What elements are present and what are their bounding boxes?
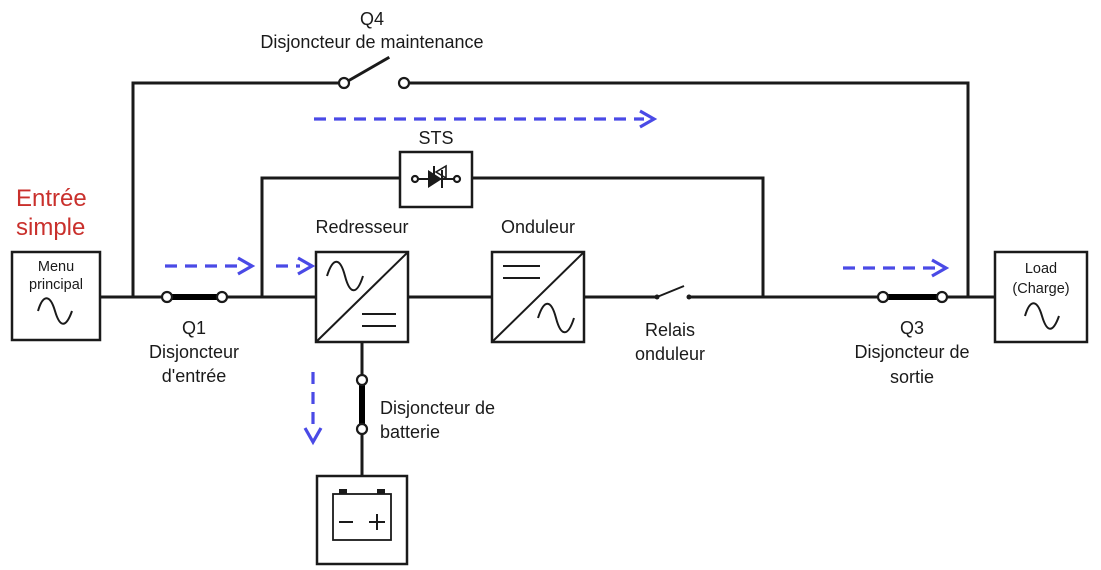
load-label-line-1: Load	[1024, 261, 1058, 277]
ac-sine-icon	[326, 260, 364, 292]
q1-terminal-left	[160, 290, 174, 304]
q3-name-label-line-1: Disjoncteur de	[854, 342, 970, 362]
q1-tag-label: Q1	[181, 318, 206, 338]
rectifier-diagonal	[315, 251, 409, 343]
rectifier-block	[314, 250, 410, 344]
inverter-label: Onduleur	[500, 217, 576, 237]
battery-breaker-terminal-bottom	[355, 422, 369, 436]
rectifier-flow-arrowhead	[297, 256, 316, 276]
battery-icon	[332, 493, 392, 541]
load-label-line-2: (Charge)	[1012, 281, 1070, 297]
mains-source-label-line-1: Menu	[37, 259, 75, 275]
sts-terminal-right	[452, 174, 462, 184]
sts-static-switch	[398, 150, 474, 209]
battery-breaker-terminal-top	[355, 373, 369, 387]
relay-contact-left	[654, 294, 660, 300]
q3-terminal-right	[935, 290, 949, 304]
inverter-block	[490, 250, 586, 344]
q3-tag-label: Q3	[899, 318, 924, 338]
diagram-title-line-2: simple	[16, 214, 86, 241]
inverter-relay	[654, 285, 692, 300]
battery-terminal-negative	[339, 489, 347, 494]
ac-sine-icon-2	[537, 302, 575, 334]
wire-maintenance-bypass-right	[402, 81, 970, 299]
mains-source-box	[10, 250, 102, 342]
q3-output-breaker	[876, 290, 949, 304]
battery-box	[315, 474, 409, 566]
wiring	[98, 81, 997, 478]
q4-name-label: Disjoncteur de maintenance	[260, 32, 484, 52]
power-flow-arrows	[165, 109, 950, 446]
ac-sine-icon-4	[1024, 302, 1060, 330]
relay-label-line-2: onduleur	[634, 344, 706, 364]
output-flow-arrowhead	[931, 258, 950, 278]
thyristor-reverse-icon	[434, 164, 447, 180]
q4-terminal-right	[397, 76, 411, 90]
wire-maintenance-bypass-left	[131, 81, 346, 299]
bypass-flow-arrowhead	[639, 109, 658, 129]
mains-source-label-line-2: principal	[29, 277, 83, 293]
q3-name-label-line-2: sortie	[889, 367, 934, 387]
rectifier-label: Redresseur	[315, 217, 409, 237]
relay-switch-blade	[656, 285, 685, 298]
q3-terminal-left	[876, 290, 890, 304]
input-flow-arrowhead	[237, 256, 256, 276]
q1-input-breaker	[160, 290, 229, 304]
inverter-diagonal	[491, 251, 585, 343]
load	[993, 250, 1089, 344]
relay-label-line-1: Relais	[644, 320, 696, 340]
ac-sine-icon-3	[37, 297, 73, 325]
battery-breaker-label-line-1: Disjoncteur de	[380, 398, 496, 418]
wire-static-bypass-right	[470, 176, 765, 299]
load-box	[993, 250, 1089, 344]
q1-name-label-line-2: d'entrée	[161, 366, 227, 386]
diagram-title-line-1: Entrée	[16, 185, 87, 212]
wire-static-bypass-left	[260, 176, 402, 299]
sts-label: STS	[418, 128, 454, 148]
q1-name-label-line-1: Disjoncteur	[148, 342, 240, 362]
mains-source	[10, 250, 102, 342]
battery-charge-flow-arrowhead	[303, 427, 323, 446]
battery-breaker-label-line-2: batterie	[380, 422, 441, 442]
relay-contact-right	[686, 294, 692, 300]
battery-breaker	[355, 373, 369, 436]
q4-tag-label: Q4	[359, 9, 384, 29]
sts-terminal-left	[410, 174, 420, 184]
q4-terminal-left	[337, 76, 351, 90]
battery-terminal-positive	[377, 489, 385, 494]
thyristor-forward-icon	[428, 170, 442, 188]
q4-maintenance-breaker	[337, 55, 411, 90]
battery	[315, 474, 409, 566]
q1-terminal-right	[215, 290, 229, 304]
q4-switch-blade	[345, 55, 391, 84]
